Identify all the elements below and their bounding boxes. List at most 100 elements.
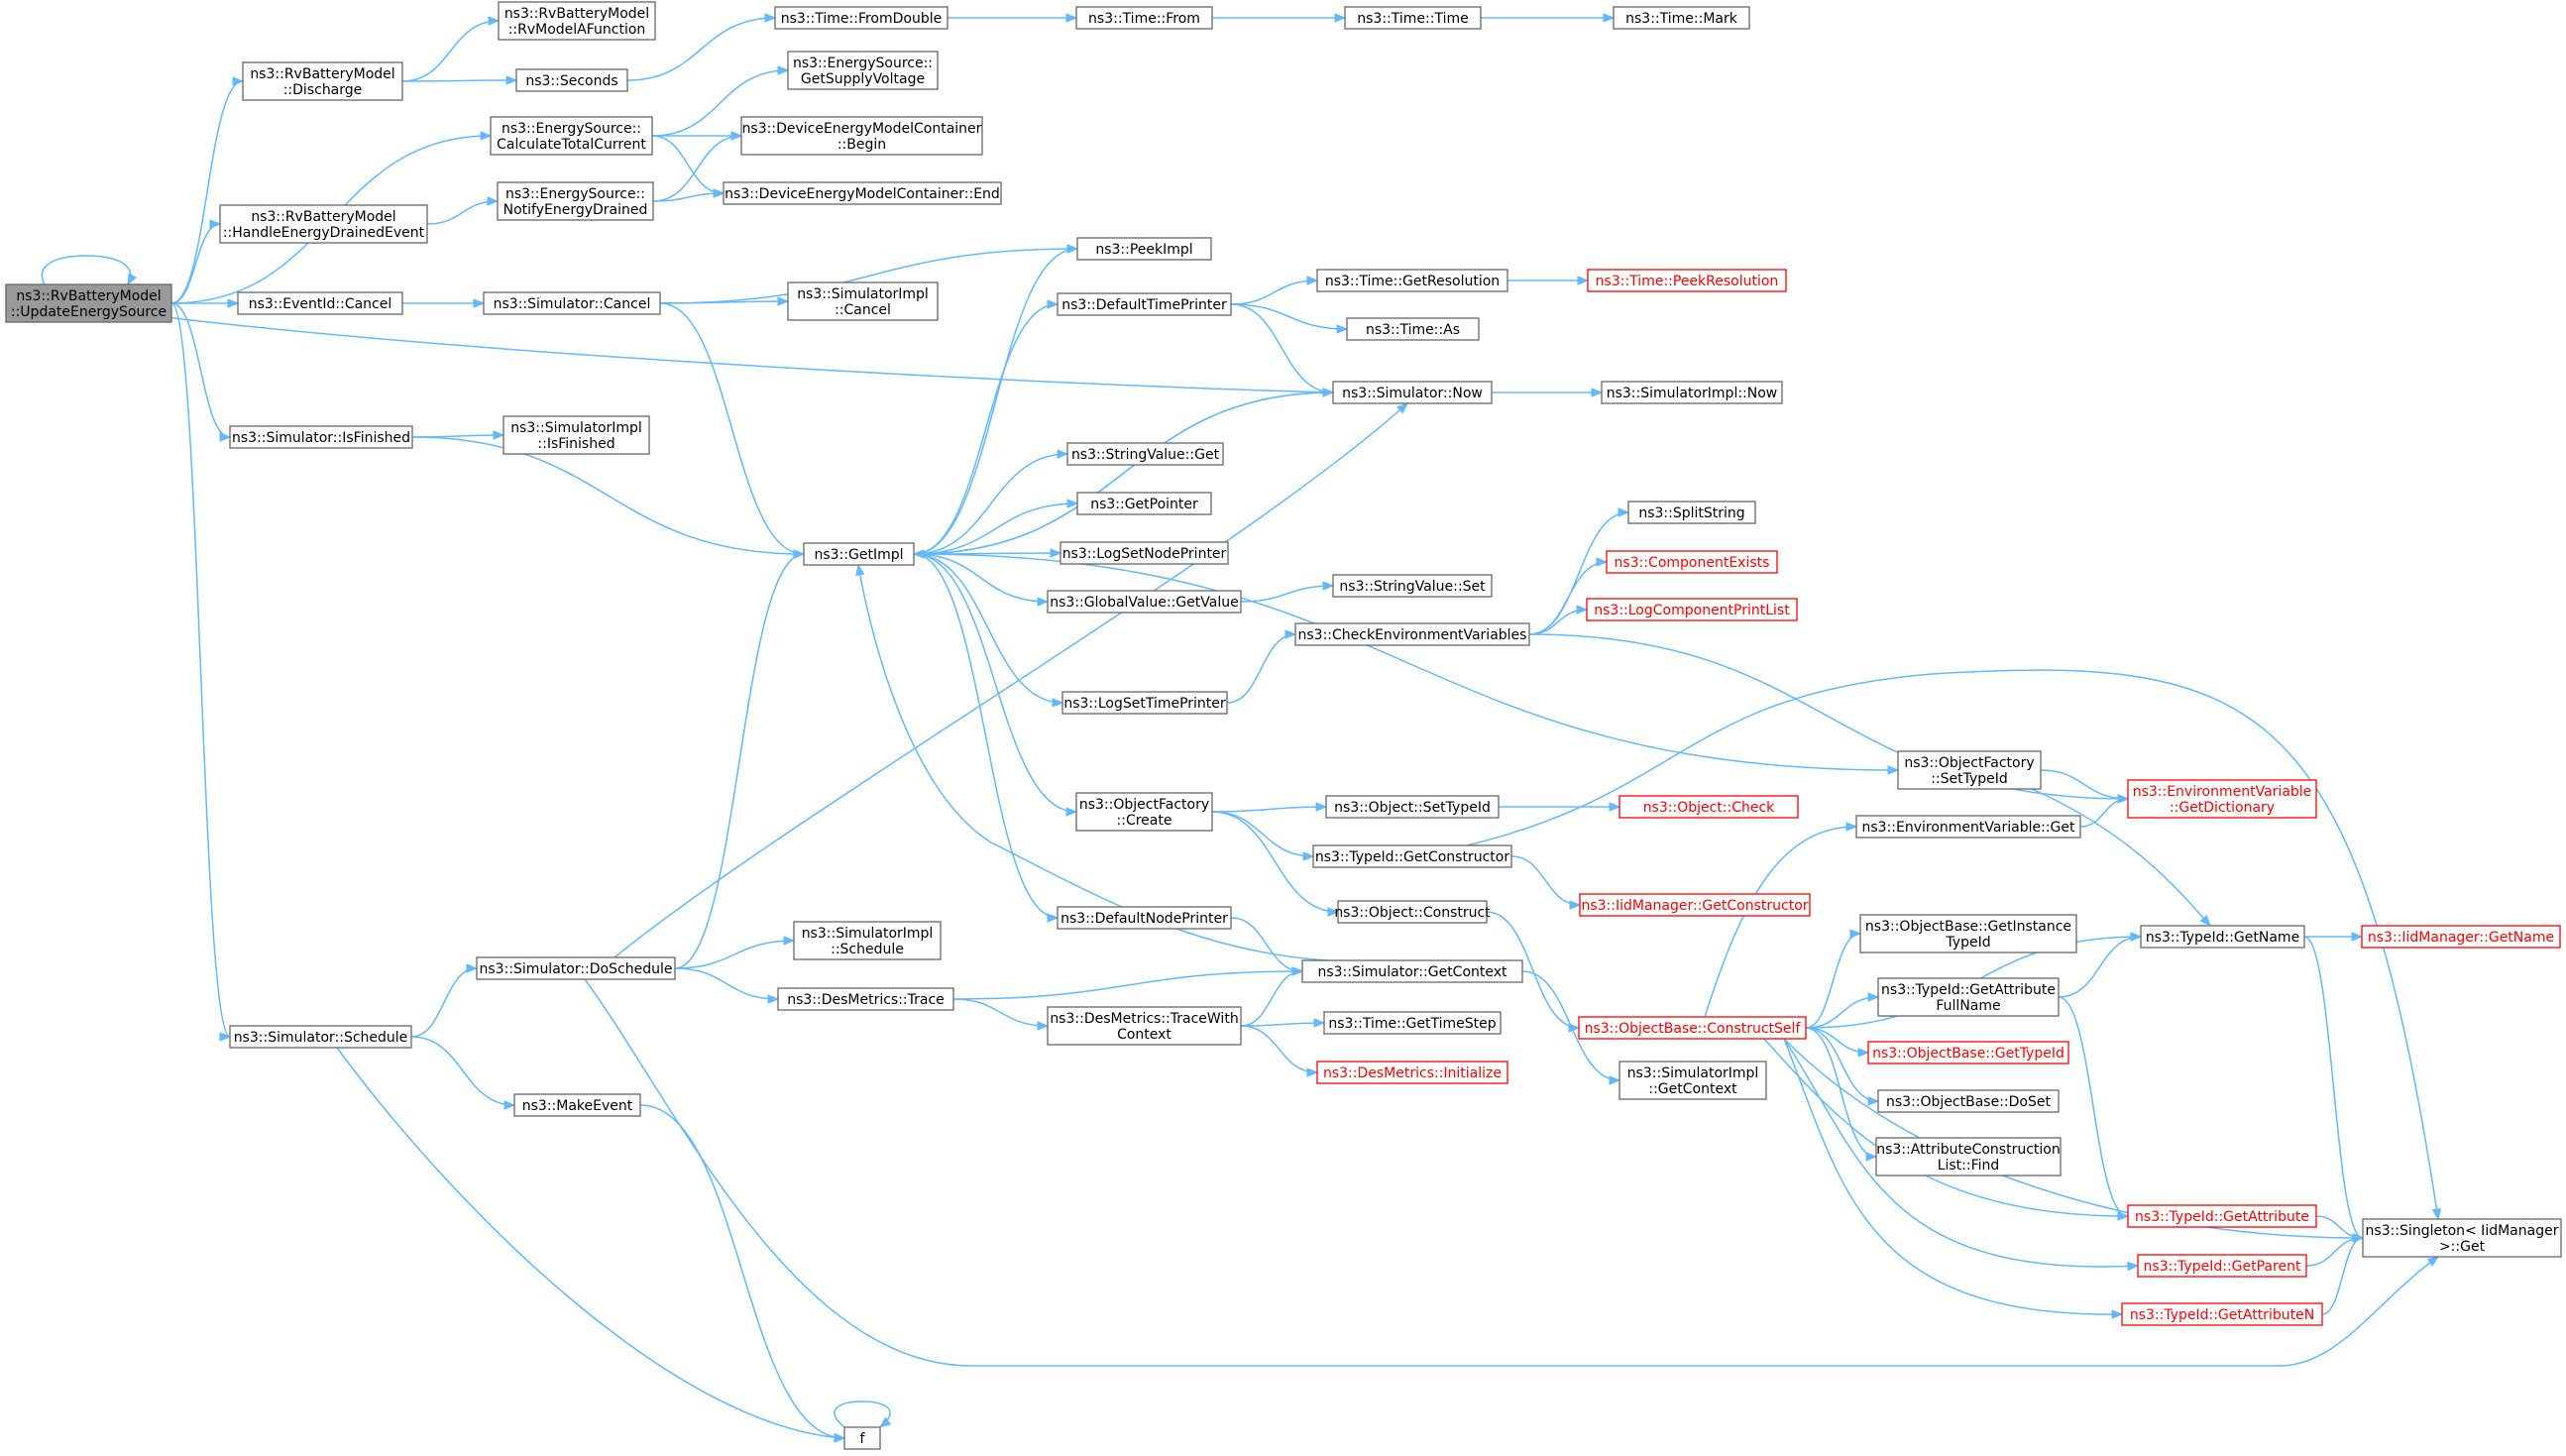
node-supplyv[interactable]: ns3::EnergySource::GetSupplyVoltage: [787, 51, 939, 90]
node-tidgetattr[interactable]: ns3::TypeId::GetAttribute: [2127, 1204, 2317, 1228]
node-label-line: ::IsFinished: [537, 436, 614, 452]
edge-line: [1226, 633, 1296, 704]
node-objcheck[interactable]: ns3::Object::Check: [1618, 795, 1799, 819]
node-objsettypeid[interactable]: ns3::Object::SetTypeId: [1325, 795, 1500, 819]
node-label-line: ns3::EnergySource::: [793, 56, 933, 71]
node-f[interactable]: f: [843, 1426, 881, 1450]
node-envgetdict[interactable]: ns3::EnvironmentVariable::GetDictionary: [2127, 779, 2317, 819]
edge-line: [1486, 911, 1580, 1029]
node-peekimpl[interactable]: ns3::PeekImpl: [1076, 237, 1212, 261]
edge-arrowhead: [2426, 1256, 2440, 1267]
node-peekres[interactable]: ns3::Time::PeekResolution: [1587, 269, 1787, 292]
edge-arrowhead: [1334, 13, 1347, 23]
node-tidgetname[interactable]: ns3::TypeId::GetName: [2140, 925, 2305, 949]
node-compexists[interactable]: ns3::ComponentExists: [1606, 550, 1778, 574]
node-tidgetparent[interactable]: ns3::TypeId::GetParent: [2137, 1254, 2307, 1278]
node-label-line: ns3::DesMetrics::Trace: [787, 992, 945, 1008]
node-desinit[interactable]: ns3::DesMetrics::Initialize: [1316, 1061, 1508, 1084]
node-ofcreate[interactable]: ns3::ObjectFactory::Create: [1075, 792, 1213, 832]
edge-fromdouble-to-from: [948, 13, 1078, 23]
node-simimplgetctx[interactable]: ns3::SimulatorImpl::GetContext: [1618, 1061, 1767, 1100]
node-mark[interactable]: ns3::Time::Mark: [1613, 6, 1750, 30]
node-root[interactable]: ns3::RvBatteryModel::UpdateEnergySource: [5, 283, 172, 323]
node-simgetctx[interactable]: ns3::Simulator::GetContext: [1301, 959, 1523, 983]
edge-tidattrfull-to-tidgetname: [2058, 932, 2143, 998]
edge-line: [1466, 669, 2439, 1220]
node-label-line: ns3::Object::Construct: [1334, 905, 1491, 921]
node-simimplcancel[interactable]: ns3::SimulatorImpl::Cancel: [787, 281, 939, 321]
edge-line: [614, 402, 1408, 958]
node-notifydrained[interactable]: ns3::EnergySource::NotifyEnergyDrained: [497, 181, 654, 221]
node-label-line: ns3::GlobalValue::GetValue: [1050, 595, 1238, 611]
node-timeas[interactable]: ns3::Time::As: [1346, 317, 1480, 341]
edge-tidgetattrn-to-singleton: [2321, 1233, 2365, 1315]
node-logcomplist[interactable]: ns3::LogComponentPrintList: [1586, 598, 1798, 621]
edge-line: [2321, 1237, 2364, 1315]
node-getimpl[interactable]: ns3::GetImpl: [803, 542, 915, 566]
node-obdoset[interactable]: ns3::ObjectBase::DoSet: [1877, 1089, 2060, 1113]
node-simimplnow[interactable]: ns3::SimulatorImpl::Now: [1601, 381, 1783, 404]
edge-line: [659, 248, 1078, 304]
node-rvfunc[interactable]: ns3::RvBatteryModel::RvModelAFunction: [498, 1, 656, 41]
node-label-line: ns3::Object::Check: [1643, 800, 1775, 816]
node-box: [219, 204, 428, 244]
node-tidgetctor[interactable]: ns3::TypeId::GetConstructor: [1312, 844, 1512, 868]
edge-deftimeprinter-to-simnow: [1230, 303, 1335, 397]
node-fromdouble[interactable]: ns3::Time::FromDouble: [774, 6, 948, 30]
node-seconds[interactable]: ns3::Seconds: [515, 68, 628, 92]
node-logsettime[interactable]: ns3::LogSetTimePrinter: [1061, 691, 1228, 715]
node-label-line: ns3::PeekImpl: [1095, 242, 1192, 258]
node-time[interactable]: ns3::Time::Time: [1344, 6, 1482, 30]
node-isfinished[interactable]: ns3::Simulator::IsFinished: [229, 425, 413, 449]
node-getpointer[interactable]: ns3::GetPointer: [1076, 492, 1212, 515]
node-logsetnode[interactable]: ns3::LogSetNodePrinter: [1060, 541, 1229, 565]
node-label-line: ns3::ObjectBase::ConstructSelf: [1585, 1021, 1802, 1037]
edge-destrace-to-destracectx: [952, 998, 1050, 1031]
edge-line: [170, 223, 221, 304]
node-splitstring[interactable]: ns3::SplitString: [1627, 501, 1756, 524]
node-simimplisfin[interactable]: ns3::SimulatorImpl::IsFinished: [502, 415, 650, 455]
node-calccur[interactable]: ns3::EnergySource::CalculateTotalCurrent: [490, 116, 653, 156]
node-eventcancel[interactable]: ns3::EventId::Cancel: [237, 291, 403, 315]
node-envget[interactable]: ns3::EnvironmentVariable::Get: [1855, 815, 2081, 839]
node-gettimestep[interactable]: ns3::Time::GetTimeStep: [1323, 1011, 1502, 1035]
node-strget[interactable]: ns3::StringValue::Get: [1066, 442, 1224, 466]
node-label-line: >::Get: [2439, 1239, 2486, 1255]
node-doschedule[interactable]: ns3::Simulator::DoSchedule: [476, 956, 676, 980]
edge-f-to-f: [834, 1400, 892, 1428]
node-gvget[interactable]: ns3::GlobalValue::GetValue: [1047, 590, 1242, 614]
node-obgettypeid[interactable]: ns3::ObjectBase::GetTypeId: [1867, 1041, 2069, 1064]
node-makeevent[interactable]: ns3::MakeEvent: [513, 1093, 641, 1117]
edge-getimpl-to-ofcreate: [913, 553, 1078, 817]
node-simcancel[interactable]: ns3::Simulator::Cancel: [483, 291, 661, 315]
node-schedule[interactable]: ns3::Simulator::Schedule: [229, 1025, 412, 1049]
node-getres[interactable]: ns3::Time::GetResolution: [1316, 269, 1508, 292]
node-handledrained[interactable]: ns3::RvBatteryModel::HandleEnergyDrained…: [219, 204, 428, 244]
node-iidgetname[interactable]: ns3::IidManager::GetName: [2361, 925, 2561, 949]
node-simnow[interactable]: ns3::Simulator::Now: [1332, 381, 1493, 404]
node-simimplsched[interactable]: ns3::SimulatorImpl::Schedule: [793, 921, 942, 960]
node-obconstructself[interactable]: ns3::ObjectBase::ConstructSelf: [1578, 1016, 1807, 1040]
edge-arrowhead: [505, 75, 518, 85]
node-singleton[interactable]: ns3::Singleton< IidManager >::Get: [2362, 1218, 2562, 1258]
node-discharge[interactable]: ns3::RvBatteryModel::Discharge: [242, 61, 403, 101]
node-objconstruct[interactable]: ns3::Object::Construct: [1334, 900, 1491, 924]
node-defnodeprinter[interactable]: ns3::DefaultNodePrinter: [1057, 906, 1232, 930]
node-checkenv[interactable]: ns3::CheckEnvironmentVariables: [1294, 622, 1530, 646]
node-box: [777, 987, 954, 1011]
node-iidgetctor[interactable]: ns3::IidManager::GetConstructor: [1579, 893, 1811, 917]
node-from[interactable]: ns3::Time::From: [1075, 6, 1213, 30]
edge-simgetctx-to-getimpl: [855, 563, 1329, 961]
node-destrace[interactable]: ns3::DesMetrics::Trace: [777, 987, 954, 1011]
node-demcbegin[interactable]: ns3::DeviceEnergyModelContainer::Begin: [740, 116, 983, 156]
node-tidgetattrn[interactable]: ns3::TypeId::GetAttributeN: [2121, 1302, 2323, 1326]
node-strset[interactable]: ns3::StringValue::Set: [1332, 574, 1493, 598]
node-deftimeprinter[interactable]: ns3::DefaultTimePrinter: [1057, 292, 1232, 316]
node-demcend[interactable]: ns3::DeviceEnergyModelContainer::End: [723, 181, 1002, 205]
node-label-line: ns3::Time::GetResolution: [1325, 274, 1500, 289]
node-ofsettypeid[interactable]: ns3::ObjectFactory::SetTypeId: [1897, 750, 2042, 790]
